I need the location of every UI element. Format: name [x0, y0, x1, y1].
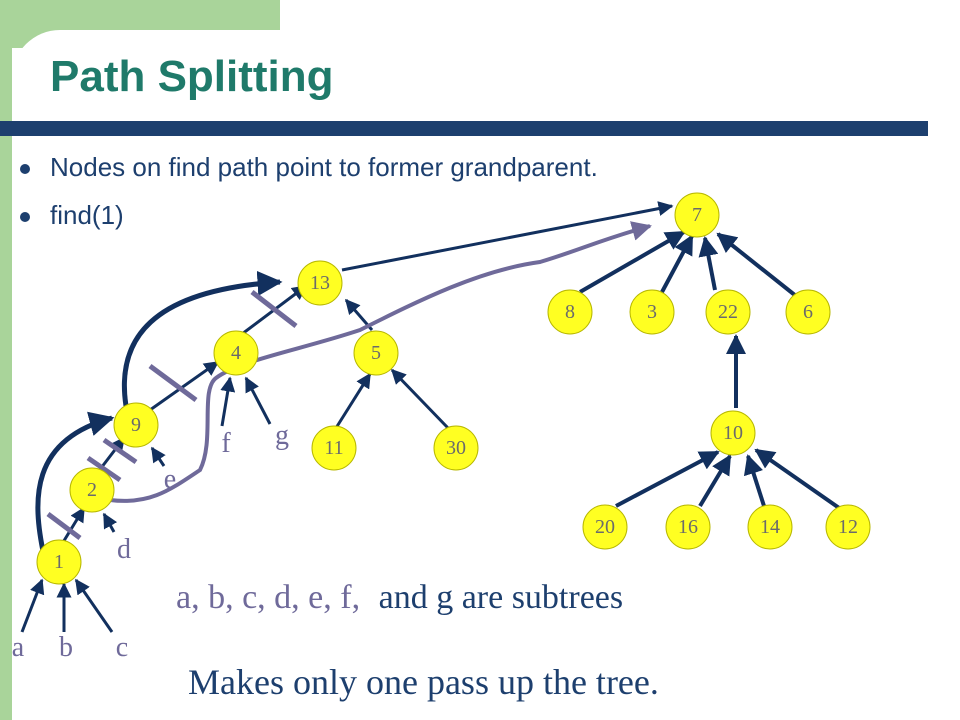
tree-node	[36, 539, 82, 585]
node-label: 12	[838, 516, 858, 538]
subtrees-caption-part2: and g are subtrees	[379, 579, 624, 616]
title-divider	[0, 121, 928, 136]
pass-caption: Makes only one pass up the tree.	[188, 662, 659, 702]
edge-d-2	[102, 512, 118, 533]
tree-node	[113, 402, 159, 448]
decorative-side-bar	[0, 0, 12, 720]
new-pointer-1-to-9	[35, 411, 115, 557]
slide-title: Path Splitting	[50, 52, 334, 101]
tree-node	[665, 504, 711, 550]
subtrees-caption: a, b, c, d, e, f, and g are subtrees	[176, 579, 623, 616]
node-label: 4	[231, 342, 241, 364]
edge-11-5	[334, 372, 372, 429]
node-label: 6	[803, 301, 813, 323]
node-label: 13	[310, 272, 330, 294]
edge-22-7	[698, 236, 719, 291]
edge-8-7	[579, 230, 686, 294]
node-label: 11	[324, 437, 343, 459]
find-path	[109, 221, 652, 503]
tree-node	[710, 410, 756, 456]
subtrees-caption-part1: a, b, c, d, e, f,	[176, 579, 360, 616]
split-mark	[102, 437, 138, 465]
node-label: 8	[565, 301, 575, 323]
new-pointer-9-to-13	[121, 270, 283, 407]
bullet-icon	[20, 212, 30, 222]
decorative-corner-curve	[12, 30, 280, 90]
node-label: 3	[647, 301, 657, 323]
edge-6-7	[716, 232, 798, 298]
tree-node	[747, 504, 793, 550]
node-label: 7	[692, 204, 702, 226]
node-label: 9	[131, 414, 141, 436]
edge-20-10	[615, 450, 720, 508]
tree-node	[582, 504, 628, 550]
tree-node	[547, 289, 593, 335]
subtree-label: c	[116, 632, 128, 663]
tree-node	[674, 192, 720, 238]
subtree-label: d	[117, 534, 131, 565]
tree-node	[69, 467, 115, 513]
edge-30-5	[390, 368, 450, 430]
node-label: 10	[723, 422, 743, 444]
edge-12-10	[754, 448, 844, 512]
edge-9-4	[149, 360, 220, 412]
tree-node	[629, 289, 675, 335]
edge-3-7	[660, 234, 694, 293]
subtree-label: f	[221, 428, 231, 459]
node-label: 2	[87, 479, 97, 501]
subtree-label: b	[59, 632, 73, 663]
bullet-icon	[20, 164, 30, 174]
split-mark	[86, 455, 122, 483]
node-label: 14	[760, 516, 780, 538]
tree-node	[311, 425, 357, 471]
tree-node	[297, 260, 343, 306]
edge-g-4	[244, 376, 272, 425]
edge-13-7	[341, 201, 674, 272]
split-mark	[148, 363, 198, 403]
node-label: 1	[54, 551, 64, 573]
edge-1-2	[60, 506, 86, 545]
edge-e-9	[150, 446, 166, 467]
split-mark	[250, 290, 298, 328]
edge-14-10	[743, 454, 766, 507]
edge-c-1	[74, 578, 114, 633]
subtree-label: e	[164, 464, 176, 495]
split-mark	[46, 512, 82, 540]
edge-f-4	[220, 376, 236, 427]
bullet-text: Nodes on find path point to former grand…	[50, 152, 598, 182]
bullet-text: find(1)	[50, 200, 124, 230]
tree-node	[353, 330, 399, 376]
node-label: 20	[595, 516, 615, 538]
tree-node	[213, 330, 259, 376]
tree-node	[785, 289, 831, 335]
subtree-label: g	[275, 420, 289, 451]
subtree-label: a	[12, 632, 25, 663]
node-label: 5	[371, 342, 381, 364]
node-label: 22	[718, 301, 738, 323]
node-label: 16	[678, 516, 698, 538]
node-label: 30	[446, 437, 466, 459]
tree-node	[433, 425, 479, 471]
tree-node	[825, 504, 871, 550]
edge-a-1	[20, 578, 45, 633]
edge-16-10	[698, 454, 732, 508]
tree-node	[705, 289, 751, 335]
